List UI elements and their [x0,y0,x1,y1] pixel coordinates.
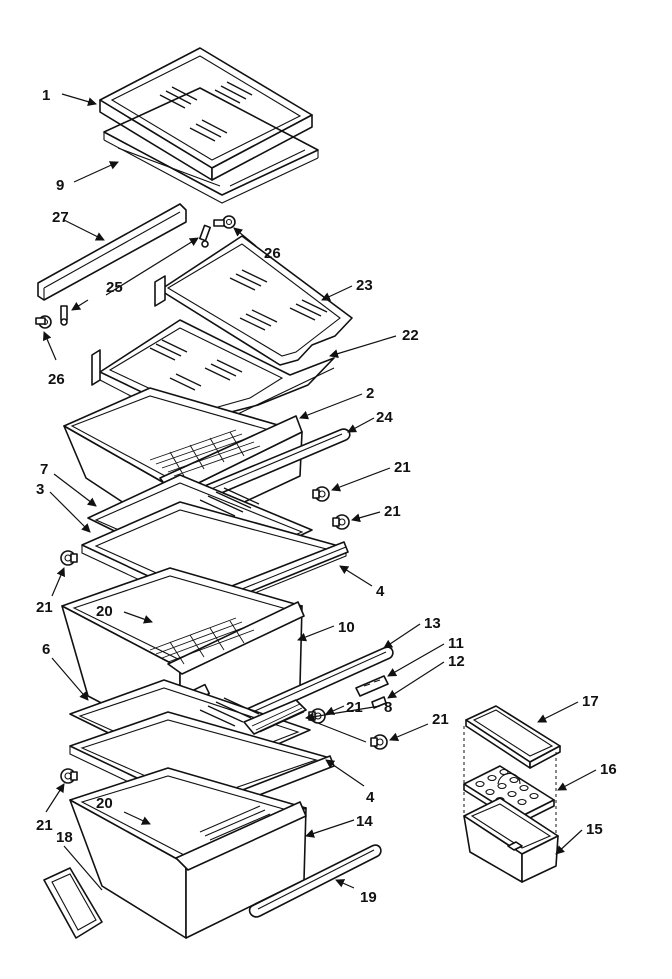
leader-lines [43,93,597,891]
screw-part-25-upper [198,224,212,248]
callout-1: 1 [42,87,50,104]
callout-19: 19 [360,889,377,906]
callout-13: 13 [424,615,441,632]
callout-20-lower: 20 [96,795,113,812]
callout-12: 12 [448,653,465,670]
clip-part-21-e [370,734,388,750]
glass-reflection-lines [229,269,328,331]
screw-part-25-lower [60,305,68,326]
callout-labels: 1 9 27 25 26 26 23 22 2 24 7 3 21 21 21 … [36,87,617,906]
callout-7: 7 [40,461,48,478]
glass-reflection-lines [149,339,243,391]
bracket-part-11 [355,675,389,697]
bracket-part-12 [371,696,387,709]
drawer-vent-grill [149,617,255,665]
callout-20-upper: 20 [96,603,113,620]
callout-10: 10 [338,619,355,636]
callout-11: 11 [448,635,464,652]
clip-part-21-c [60,550,78,566]
bolt-part-26-upper [213,215,236,229]
callout-15: 15 [586,821,603,838]
callout-22: 22 [402,327,419,344]
bracket-part-8 [243,699,307,735]
callout-16: 16 [600,761,617,778]
drawer-vent-grill [149,429,261,477]
egg-bin-part-15 [463,797,559,883]
callout-4-lower: 4 [366,789,375,806]
callout-21-b: 21 [384,503,401,520]
callout-3: 3 [36,481,44,498]
shelf-frame-part-9 [103,87,319,204]
clip-part-21-a [312,486,330,502]
callout-21-c: 21 [36,599,53,616]
label-plate-part-18 [43,867,103,939]
callout-27: 27 [52,209,69,226]
bottom-drawer-part-14 [69,767,307,939]
callout-17: 17 [582,693,599,710]
callout-6: 6 [42,641,50,658]
callout-14: 14 [356,813,373,830]
callout-9: 9 [56,177,64,194]
callout-21-f: 21 [36,817,53,834]
clip-part-21-f [60,768,78,784]
callout-21-a: 21 [394,459,411,476]
callout-21-d: 21 [346,699,363,716]
callout-2: 2 [366,385,374,402]
drawer-rail-part-19 [248,844,382,918]
callout-8: 8 [384,699,392,716]
callout-26-lower: 26 [48,371,65,388]
glass-reflection-lines [199,697,260,727]
callout-24: 24 [376,409,393,426]
callout-18: 18 [56,829,73,846]
glass-shelf-part-1 [99,47,313,181]
glass-shelf-part-23 [154,235,353,366]
glass-reflection-lines [199,487,260,517]
callout-4-upper: 4 [376,583,385,600]
bolt-part-26-lower [35,315,52,329]
callout-21-e: 21 [432,711,449,728]
callout-23: 23 [356,277,373,294]
callout-26-upper: 26 [264,245,281,262]
callout-25: 25 [106,279,123,296]
clip-part-21-b [332,514,350,530]
trim-strip-part-27 [37,203,187,301]
egg-tray-lid-part-17 [465,705,561,769]
